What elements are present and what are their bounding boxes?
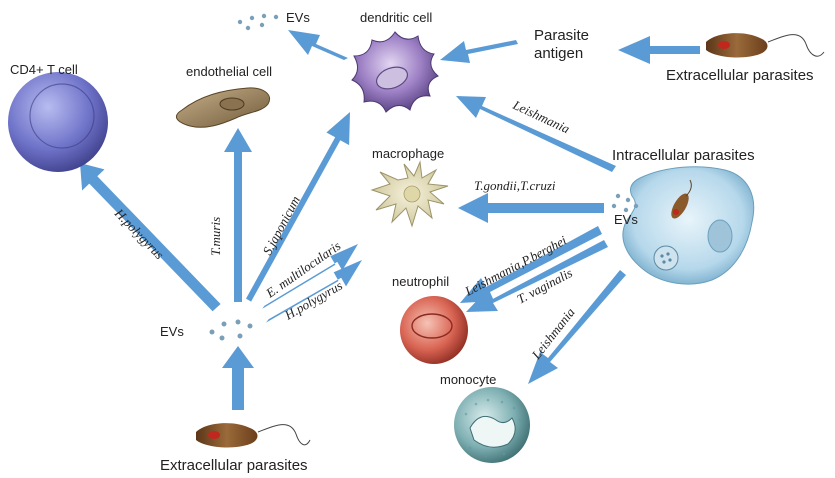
arrow-intracellular-to-neutrophil [466, 240, 608, 312]
monocyte-icon [454, 387, 530, 463]
arrow-intracellular-to-monocyte [528, 270, 626, 384]
label-parasite-antigen-line1: Parasite [534, 27, 589, 44]
arrow-extracellular-to-evs [222, 346, 254, 410]
label-neutrophil: neutrophil [392, 274, 449, 289]
arrow-evs-to-macrophage-a [262, 244, 358, 309]
arrow-label-s-japonicum: S.japonicum [259, 193, 303, 257]
label-evs-left: EVs [160, 324, 184, 339]
label-parasite-antigen-line2: antigen [534, 45, 583, 62]
intracellular-host-cell-icon [622, 166, 755, 285]
cd4-t-cell-icon [8, 72, 108, 172]
label-monocyte: monocyte [440, 372, 496, 387]
arrow-evs-to-endothelial [224, 128, 252, 302]
label-extracellular-top: Extracellular parasites [666, 67, 814, 84]
arrow-evs-to-macrophage-b [266, 260, 362, 323]
extracellular-parasite-top-icon [706, 33, 825, 58]
endothelial-cell-icon [175, 87, 270, 128]
label-dendritic-cell: dendritic cell [360, 10, 432, 25]
arrow-intracellular-to-dendritic [456, 96, 616, 172]
arrow-antigen-to-dendritic [440, 40, 518, 63]
extracellular-parasite-bottom-icon [196, 423, 311, 448]
label-endothelial-cell: endothelial cell [186, 64, 272, 79]
label-intracellular-parasites: Intracellular parasites [612, 147, 755, 164]
arrow-extracellular-to-antigen [618, 36, 700, 64]
neutrophil-icon [400, 296, 468, 364]
arrow-label-t-gondii-t-cruzi: T.gondii,T.cruzi [474, 178, 556, 193]
arrows [80, 30, 700, 410]
label-cd4-t-cell: CD4+ T cell [10, 62, 78, 77]
arrow-label-h-polygyrus-cd4: H.polygyrus [111, 205, 167, 262]
dendritic-cell-icon [351, 31, 439, 113]
arrow-label-t-muris: T.muris [208, 217, 223, 256]
label-macrophage: macrophage [372, 146, 444, 161]
label-extracellular-bottom: Extracellular parasites [160, 457, 308, 474]
macrophage-icon [370, 160, 449, 228]
arrow-evs-to-neutrophil [460, 226, 602, 303]
arrow-evs-to-macrophage-right [458, 193, 604, 223]
label-evs-right: EVs [614, 212, 638, 227]
arrow-evs-to-cd4 [80, 163, 221, 312]
ev-dots-left-icon [209, 319, 253, 341]
label-evs-top: EVs [286, 10, 310, 25]
arrow-label-leishmania-dc: Leishmania [510, 97, 573, 137]
ev-dots-top-icon [237, 13, 279, 31]
arrow-evs-to-dendritic [246, 112, 350, 302]
ev-dots-right-icon [611, 193, 639, 213]
arrow-dendritic-to-evs [288, 30, 348, 60]
